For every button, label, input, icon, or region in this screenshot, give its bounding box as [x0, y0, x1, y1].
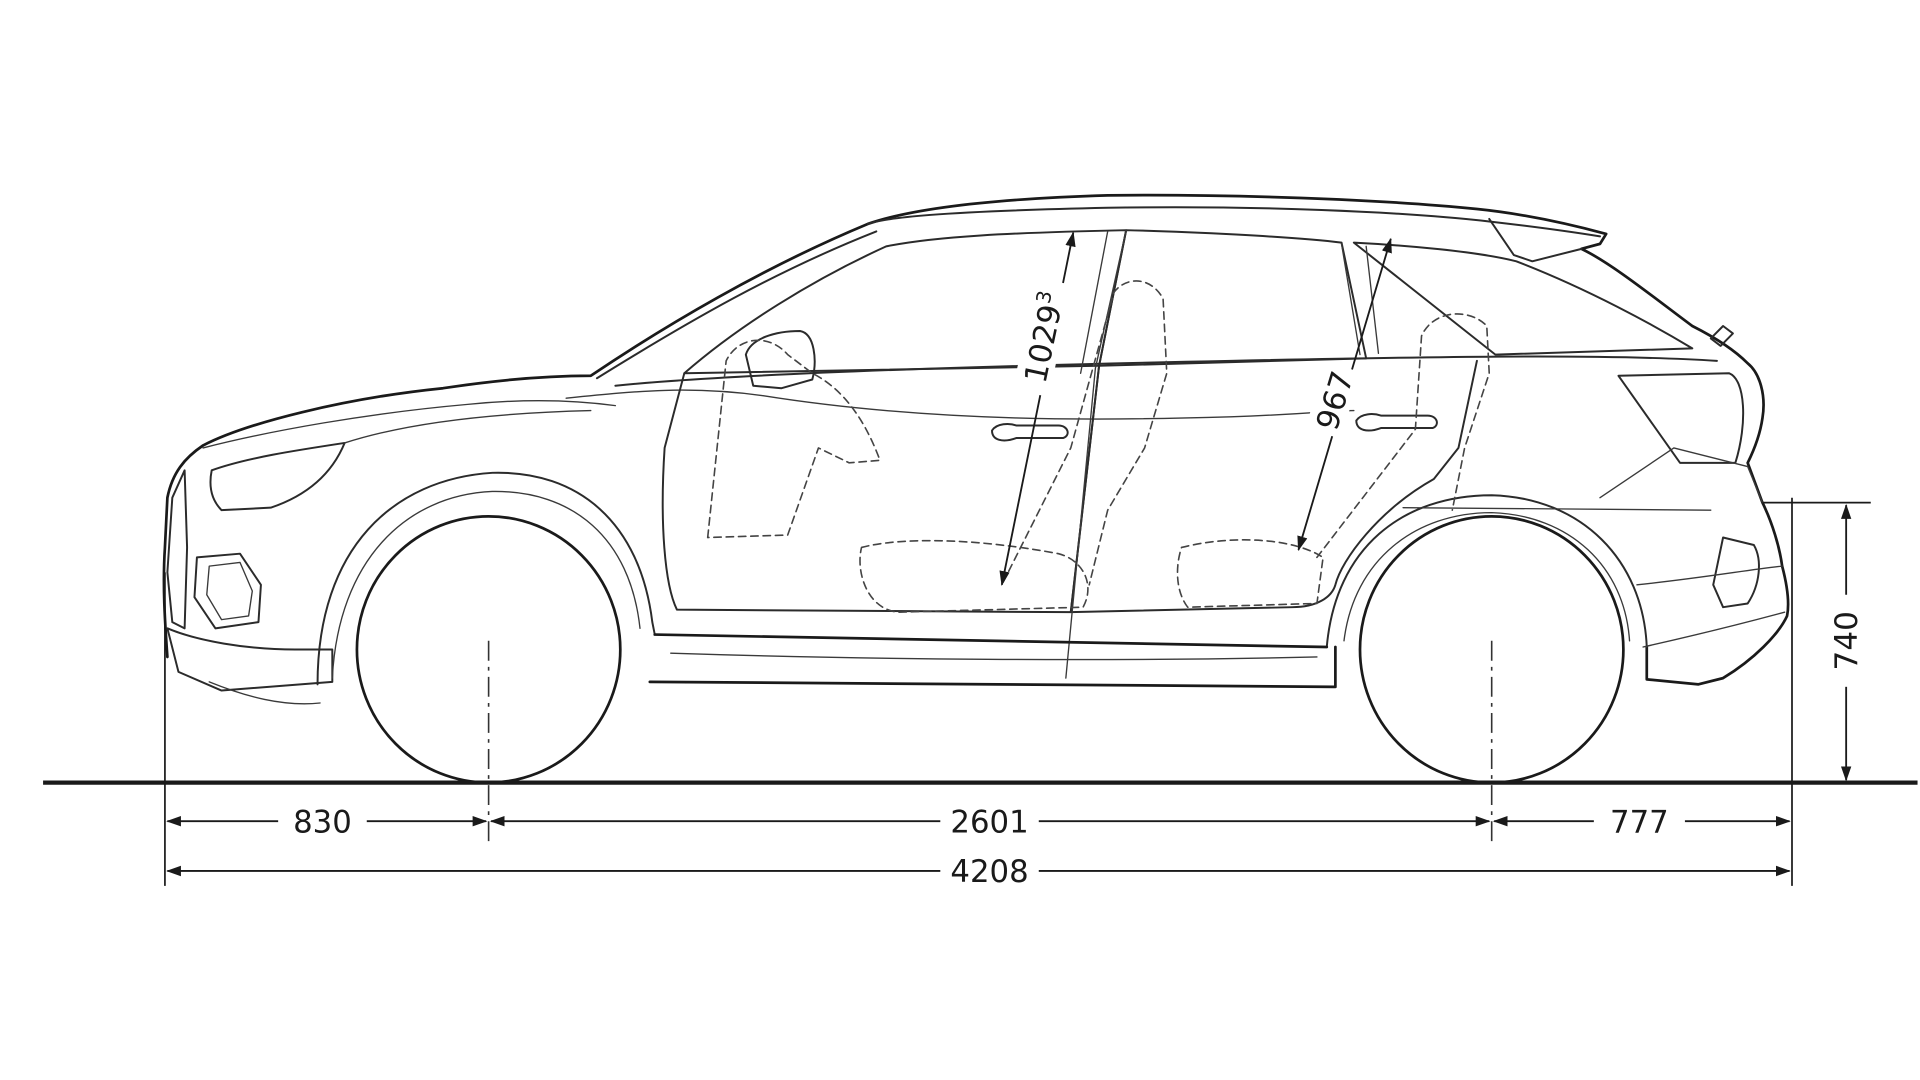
spoiler: [1488, 217, 1583, 263]
front-seat-driver: [706, 339, 881, 539]
loading-height-dimension: 740: [1826, 503, 1866, 782]
rear-light-bar: [1402, 506, 1712, 511]
rear-overhang-dimension: 777: [1492, 801, 1791, 840]
rear-headroom-dimension: 967: [1297, 237, 1392, 552]
headlight: [209, 441, 346, 512]
interior-seats: [706, 280, 1491, 613]
front-lip: [208, 681, 321, 705]
front-door: [661, 364, 1101, 614]
front-overhang-label: 830: [293, 804, 352, 840]
rear-quarter-panel: [1599, 447, 1764, 504]
rear-seat-cushion: [1176, 539, 1324, 608]
roof-line-lower: [595, 230, 878, 380]
rear-door-window: [1098, 229, 1368, 367]
front-door-handle: [991, 423, 1069, 442]
b-pillar-inner: [1079, 230, 1109, 374]
overall-length-label: 4208: [950, 854, 1028, 890]
hood-crease: [343, 409, 592, 444]
shoulder-line: [565, 389, 1355, 420]
overall-length-dimension: 4208: [166, 851, 1791, 890]
b-pillar: [1065, 229, 1127, 679]
front-overhang-dimension: 830: [166, 801, 488, 840]
rear-arch: [1325, 494, 1648, 648]
rear-door-handle: [1355, 413, 1438, 432]
grille: [166, 469, 189, 630]
front-seat-back: [1002, 280, 1168, 586]
rear-quarter-window: [1352, 241, 1694, 356]
sill-inner: [670, 652, 1318, 661]
side-mirror: [744, 329, 816, 390]
front-seat-cushion: [859, 539, 1089, 613]
front-intake-inner: [206, 561, 253, 621]
front-arch: [316, 471, 656, 686]
hood-line: [202, 400, 617, 449]
front-headroom-dimension: 10293: [999, 231, 1076, 587]
rear-arch-inner: [1343, 511, 1631, 642]
rear-headroom-label: 967: [1310, 367, 1361, 434]
front-bumper: [166, 627, 334, 692]
wheelbase-label: 2601: [950, 804, 1028, 840]
rear-overhang-label: 777: [1610, 804, 1669, 840]
side-sill: [648, 633, 1337, 689]
front-arch-inner: [331, 490, 641, 679]
beltline: [614, 355, 1718, 387]
rear-wiper: [1709, 324, 1734, 347]
taillight: [1617, 372, 1745, 464]
wheelbase-dimension: 2601: [489, 801, 1491, 840]
roof-rail: [866, 206, 1601, 238]
loading-height-label: 740: [1829, 611, 1865, 670]
rear-seat-back: [1316, 313, 1491, 559]
rear-door: [1069, 359, 1478, 614]
front-intake: [193, 552, 262, 630]
rear-bumper-line: [1636, 565, 1786, 648]
front-headroom-footnote: 3: [1032, 288, 1057, 305]
car-side-view: [162, 193, 1790, 705]
rear-reflector: [1712, 536, 1760, 609]
